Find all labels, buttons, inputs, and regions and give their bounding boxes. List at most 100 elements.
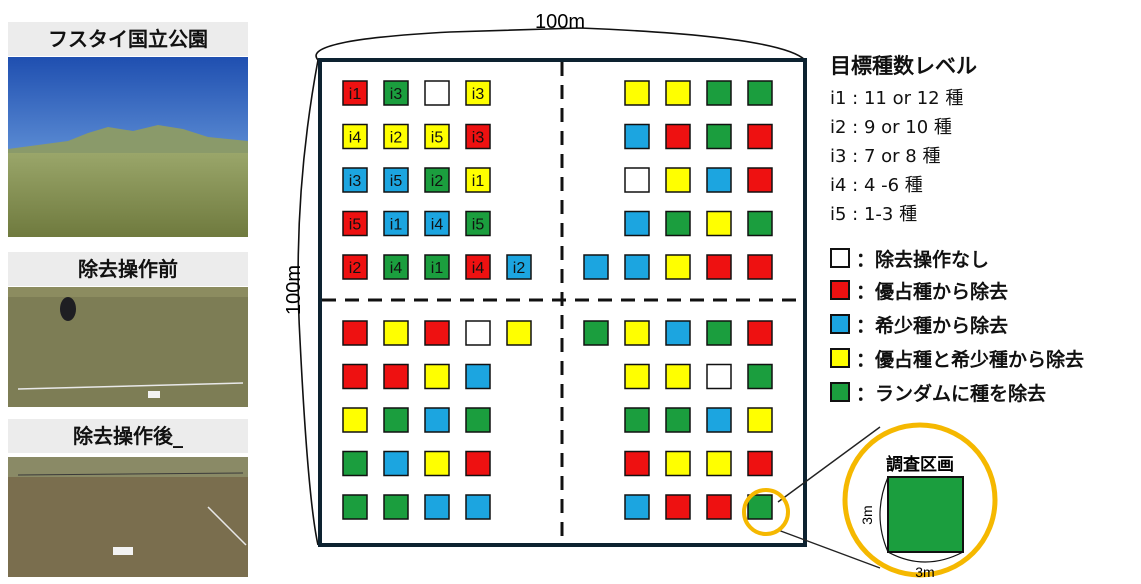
plot-cell-q4-r1-c3 <box>666 321 690 345</box>
plot-cell-q2-r3-c4 <box>748 168 772 192</box>
plot-cell-q3-r3-c1 <box>343 408 367 432</box>
plot-cell-label: i4 <box>390 260 403 277</box>
plot-cell-q1-r1-c3 <box>425 81 449 105</box>
plot-cell-q3-r5-c1 <box>343 495 367 519</box>
plot-cell-q4-r2-c2 <box>666 365 690 389</box>
plot-cell-q2-r4-c3 <box>707 212 731 236</box>
plot-cell-q4-r2-c3 <box>707 365 731 389</box>
top-length-label: 100m <box>535 11 585 33</box>
plot-cell-q2-r5-c4 <box>707 255 731 279</box>
plot-cell-q3-r5-c3 <box>425 495 449 519</box>
plot-cell-label: i1 <box>390 217 403 234</box>
plot-cell-q3-r2-c2 <box>384 365 408 389</box>
legend-level-i5: i5 : 1-3 種 <box>830 200 917 226</box>
plot-cell-q3-r3-c2 <box>384 408 408 432</box>
plot-cell-label: i3 <box>390 86 403 103</box>
plot-cell-label: i1 <box>431 260 444 277</box>
plot-cell-q4-r1-c5 <box>748 321 772 345</box>
swatch-random <box>830 382 850 402</box>
plot-cell-q3-r2-c1 <box>343 365 367 389</box>
plot-cell-q4-r4-c4 <box>748 452 772 476</box>
swatch-dominant <box>830 280 850 300</box>
plot-cell-q2-r2-c4 <box>748 125 772 149</box>
plot-cell-q2-r1-c2 <box>666 81 690 105</box>
inset-width-label: 3m <box>915 564 934 580</box>
legend-key-dominant-label: ：優占種から除去 <box>856 277 1008 304</box>
plot-cell-label: i3 <box>349 173 362 190</box>
plot-cell-q2-r3-c2 <box>666 168 690 192</box>
plot-cell-q4-r3-c2 <box>666 408 690 432</box>
plot-cell-q2-r2-c1 <box>625 125 649 149</box>
plot-cell-q3-r4-c3 <box>425 452 449 476</box>
plot-cell-q3-r1-c5 <box>507 321 531 345</box>
plot-cell-q3-r5-c2 <box>384 495 408 519</box>
plot-cell-label: i5 <box>472 217 485 234</box>
inset-title: 調査区画 <box>886 454 954 475</box>
plot-cell-q3-r1-c3 <box>425 321 449 345</box>
plot-cell-q4-r1-c1 <box>584 321 608 345</box>
plot-cell-q4-r5-c3 <box>707 495 731 519</box>
legend-key-none-label: ：除去操作なし <box>856 245 989 272</box>
plot-cell-q3-r2-c3 <box>425 365 449 389</box>
plot-cell-q3-r4-c2 <box>384 452 408 476</box>
plot-cell-q4-r5-c2 <box>666 495 690 519</box>
legend-key-both-label: ：優占種と希少種から除去 <box>856 345 1084 372</box>
swatch-both <box>830 348 850 368</box>
legend-level-i3: i3 : 7 or 8 種 <box>830 142 940 168</box>
plot-cell-q2-r5-c3 <box>666 255 690 279</box>
plot-cell-label: i2 <box>390 130 403 147</box>
plot-cell-q2-r2-c2 <box>666 125 690 149</box>
plot-cell-q3-r1-c1 <box>343 321 367 345</box>
plot-cell-q3-r3-c4 <box>466 408 490 432</box>
plot-cell-label: i1 <box>349 86 362 103</box>
plot-cell-label: i2 <box>349 260 362 277</box>
plot-cell-q2-r1-c3 <box>707 81 731 105</box>
plot-cell-label: i5 <box>390 173 403 190</box>
plot-cell-q4-r5-c4 <box>748 495 772 519</box>
plot-cell-q3-r5-c4 <box>466 495 490 519</box>
legend-key-none: ：除去操作なし <box>830 245 989 271</box>
plot-cell-label: i5 <box>349 217 362 234</box>
plot-cell-q3-r4-c1 <box>343 452 367 476</box>
plot-cell-label: i1 <box>472 173 485 190</box>
legend-key-random-label: ：ランダムに種を除去 <box>856 379 1046 406</box>
plot-cell-q3-r4-c4 <box>466 452 490 476</box>
plot-cell-q4-r3-c1 <box>625 408 649 432</box>
legend-key-both: ：優占種と希少種から除去 <box>830 345 1084 371</box>
swatch-rare <box>830 314 850 334</box>
plot-cell-q4-r4-c2 <box>666 452 690 476</box>
plot-cell-label: i2 <box>513 260 526 277</box>
inset-height-label: 3m <box>859 505 875 524</box>
legend-level-i1: i1 : 11 or 12 種 <box>830 84 963 110</box>
plot-cell-label: i2 <box>431 173 444 190</box>
plot-cell-q4-r1-c2 <box>625 321 649 345</box>
plot-cell-q4-r1-c4 <box>707 321 731 345</box>
plot-cell-q4-r4-c3 <box>707 452 731 476</box>
plot-cell-q3-r2-c4 <box>466 365 490 389</box>
plot-cell-q2-r1-c1 <box>625 81 649 105</box>
plot-cell-q2-r3-c3 <box>707 168 731 192</box>
plot-cell-label: i5 <box>431 130 444 147</box>
plot-cell-q2-r5-c2 <box>625 255 649 279</box>
legend-key-rare: ：希少種から除去 <box>830 311 1008 337</box>
plot-cell-label: i4 <box>349 130 362 147</box>
plot-cell-q3-r1-c2 <box>384 321 408 345</box>
plot-cell-q4-r2-c1 <box>625 365 649 389</box>
plot-cell-label: i4 <box>472 260 485 277</box>
legend-key-random: ：ランダムに種を除去 <box>830 379 1046 405</box>
plot-cell-q4-r5-c1 <box>625 495 649 519</box>
plot-cell-label: i3 <box>472 130 485 147</box>
plot-cell-label: i3 <box>472 86 485 103</box>
plot-cell-q2-r2-c3 <box>707 125 731 149</box>
plot-cell-q4-r3-c4 <box>748 408 772 432</box>
inset-quadrat <box>888 477 963 552</box>
side-length-label: 100m <box>283 265 305 315</box>
legend-level-i4: i4 : 4 -6 種 <box>830 171 923 197</box>
plot-cell-q2-r4-c2 <box>666 212 690 236</box>
plot-cell-q2-r1-c4 <box>748 81 772 105</box>
plot-cell-q4-r2-c4 <box>748 365 772 389</box>
plot-cell-q2-r4-c1 <box>625 212 649 236</box>
plot-cell-q2-r5-c1 <box>584 255 608 279</box>
swatch-none <box>830 248 850 268</box>
legend-key-rare-label: ：希少種から除去 <box>856 311 1008 338</box>
